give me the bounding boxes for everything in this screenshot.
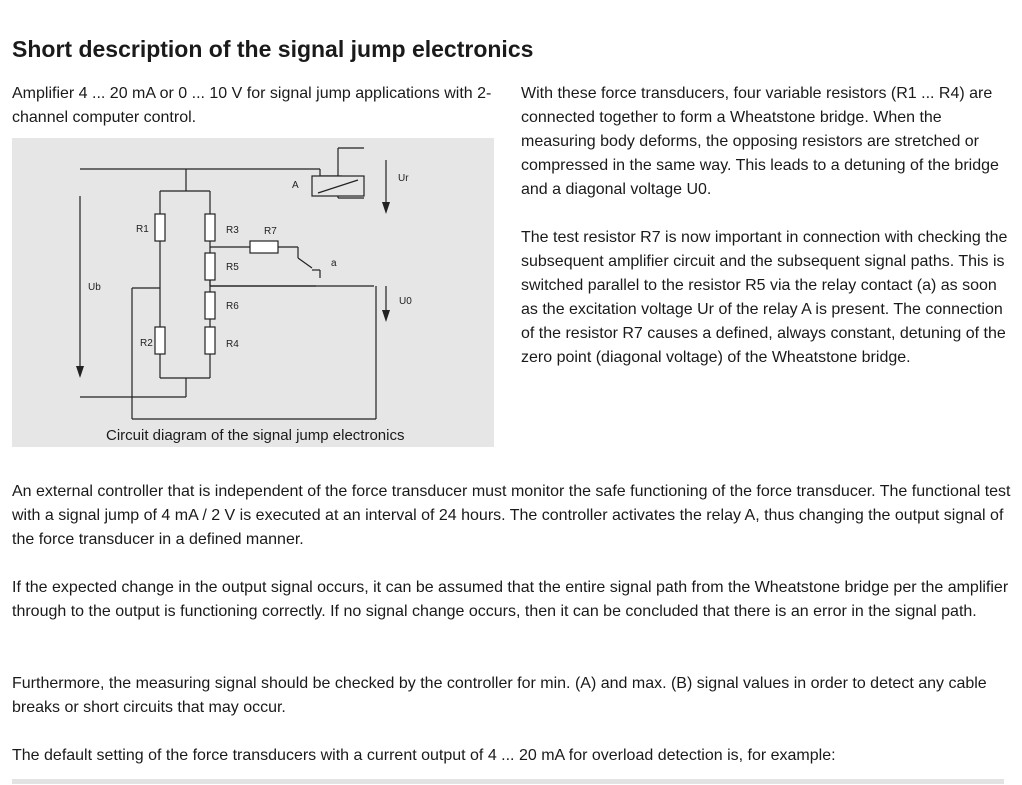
- label-r4: R4: [226, 339, 239, 350]
- resistor-r3: [204, 213, 216, 242]
- label-relay-a: A: [292, 180, 299, 191]
- label-u0: U0: [399, 296, 412, 307]
- label-ur: Ur: [398, 173, 409, 184]
- label-r1: R1: [136, 224, 149, 235]
- section-divider: [12, 779, 1004, 784]
- resistor-r6: [204, 291, 216, 320]
- label-contact-a: a: [331, 258, 337, 269]
- bridge-description: With these force transducers, four varia…: [521, 85, 999, 198]
- test-resistor-description: The test resistor R7 is now important in…: [521, 229, 1008, 366]
- right-column: With these force transducers, four varia…: [521, 82, 1016, 370]
- resistor-r5: [204, 252, 216, 281]
- resistor-r7: [249, 240, 279, 254]
- resistor-r1: [154, 213, 166, 242]
- body-paragraph-signal-change: If the expected change in the output sig…: [12, 579, 1009, 620]
- label-r2: R2: [140, 338, 153, 349]
- circuit-diagram: Ub Ur U0 A a R1 R2 R3 R4 R5 R6 R7: [76, 147, 412, 420]
- intro-text: Amplifier 4 ... 20 mA or 0 ... 10 V for …: [12, 85, 492, 126]
- body-paragraph-controller: An external controller that is independe…: [12, 483, 1011, 548]
- resistor-r2: [154, 326, 166, 355]
- label-r6: R6: [226, 301, 239, 312]
- figure-caption: Circuit diagram of the signal jump elect…: [106, 427, 405, 444]
- label-r3: R3: [226, 225, 239, 236]
- label-ub: Ub: [88, 282, 101, 293]
- label-r7: R7: [264, 226, 277, 237]
- circuit-diagram-figure: Ub Ur U0 A a R1 R2 R3 R4 R5 R6 R7 Circui…: [12, 138, 494, 447]
- body-paragraph-min-max: Furthermore, the measuring signal should…: [12, 675, 987, 716]
- label-r5: R5: [226, 262, 239, 273]
- page-title: Short description of the signal jump ele…: [12, 36, 534, 62]
- body-paragraph-default-setting: The default setting of the force transdu…: [12, 747, 836, 764]
- resistor-r4: [204, 326, 216, 355]
